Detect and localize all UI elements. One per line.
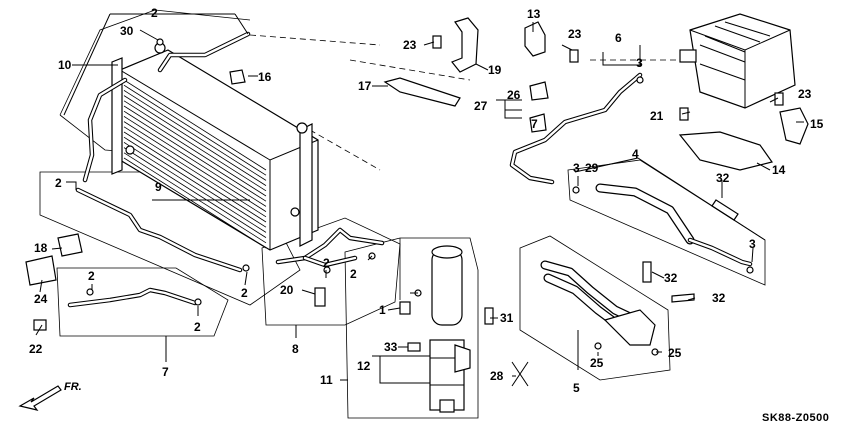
callout-label: 20: [280, 283, 294, 297]
condenser-fin: [123, 142, 267, 233]
callout-label: 4: [632, 147, 639, 161]
condenser-fin: [123, 136, 267, 228]
callout-label: 28: [490, 369, 504, 383]
condenser-fin: [123, 95, 267, 186]
callout-label: 2: [55, 176, 62, 190]
callout-label: 17: [358, 79, 372, 93]
callout-label: 8: [292, 342, 299, 356]
front-arrow-icon: FR.: [18, 381, 82, 411]
callout-label: 32: [664, 271, 678, 285]
condenser-fin: [123, 131, 267, 223]
callout-labels: 2 30 10 16 23 19 17 13 23 6 3 26 27 7 21…: [29, 6, 824, 395]
condenser-fin: [123, 126, 267, 218]
callout-label: 23: [798, 87, 812, 101]
callout-label: 30: [120, 24, 134, 38]
callout-label: 23: [568, 27, 582, 41]
callout-label: 2: [151, 6, 158, 20]
callout-label: 5: [573, 381, 580, 395]
condenser: [111, 42, 319, 251]
callout-label: 14: [772, 163, 786, 177]
brackets-small-parts: [25, 17, 809, 387]
callout-label: 26: [507, 88, 521, 102]
callout-label: 33: [384, 340, 398, 354]
pipe-lines: [67, 31, 643, 308]
callout-label: 24: [34, 292, 48, 306]
callout-label: 32: [716, 171, 730, 185]
condenser-fin: [123, 121, 267, 212]
callout-label: 11: [320, 373, 333, 387]
callout-label: 7: [162, 365, 169, 379]
condenser-fin: [123, 90, 267, 181]
callout-label: 21: [650, 109, 664, 123]
condenser-fin: [123, 147, 267, 238]
callout-label: 27: [474, 99, 488, 113]
condenser-fin: [123, 116, 267, 207]
condenser-fin: [123, 152, 267, 244]
front-label: FR.: [64, 381, 82, 393]
receiver-dryer: [429, 245, 471, 413]
callout-label: 9: [155, 180, 162, 194]
callout-label: 3: [749, 237, 756, 251]
callout-label: 2: [194, 320, 201, 334]
condenser-fin: [123, 105, 267, 197]
callout-label: 32: [712, 291, 726, 305]
callout-label: 12: [357, 359, 371, 373]
callout-label: 3: [573, 161, 580, 175]
diagram-code: SK88-Z0500: [762, 412, 829, 424]
callout-label: 10: [58, 58, 72, 72]
callout-label: 25: [590, 356, 604, 370]
condenser-fin: [123, 157, 267, 249]
evaporator-unit: [679, 13, 796, 109]
callout-label: 6: [615, 31, 622, 45]
callout-label: 22: [29, 342, 43, 356]
callout-label: 13: [527, 7, 541, 21]
callout-label: 18: [34, 241, 48, 255]
callout-label: 1: [379, 303, 386, 317]
callout-label: 15: [810, 117, 824, 131]
callout-label: 2: [88, 269, 95, 283]
callout-label: 2: [241, 286, 248, 300]
callout-label: 23: [403, 38, 417, 52]
condenser-fin: [123, 100, 267, 192]
assembly-outlines: [39, 9, 766, 419]
callout-label: 29: [585, 161, 599, 175]
callout-label: 19: [488, 63, 502, 77]
callout-label: 7: [531, 117, 538, 131]
callout-label: 2: [323, 256, 330, 270]
callout-label: 25: [668, 346, 682, 360]
condenser-fin: [123, 110, 267, 202]
callout-label: 3: [636, 56, 643, 70]
hoses: [540, 183, 753, 346]
condenser-fin: [123, 79, 267, 171]
leader-lines: [35, 13, 804, 384]
callout-label: 2: [350, 267, 357, 281]
condenser-fin: [123, 84, 267, 176]
callout-label: 31: [500, 311, 514, 325]
callout-label: 16: [258, 70, 272, 84]
